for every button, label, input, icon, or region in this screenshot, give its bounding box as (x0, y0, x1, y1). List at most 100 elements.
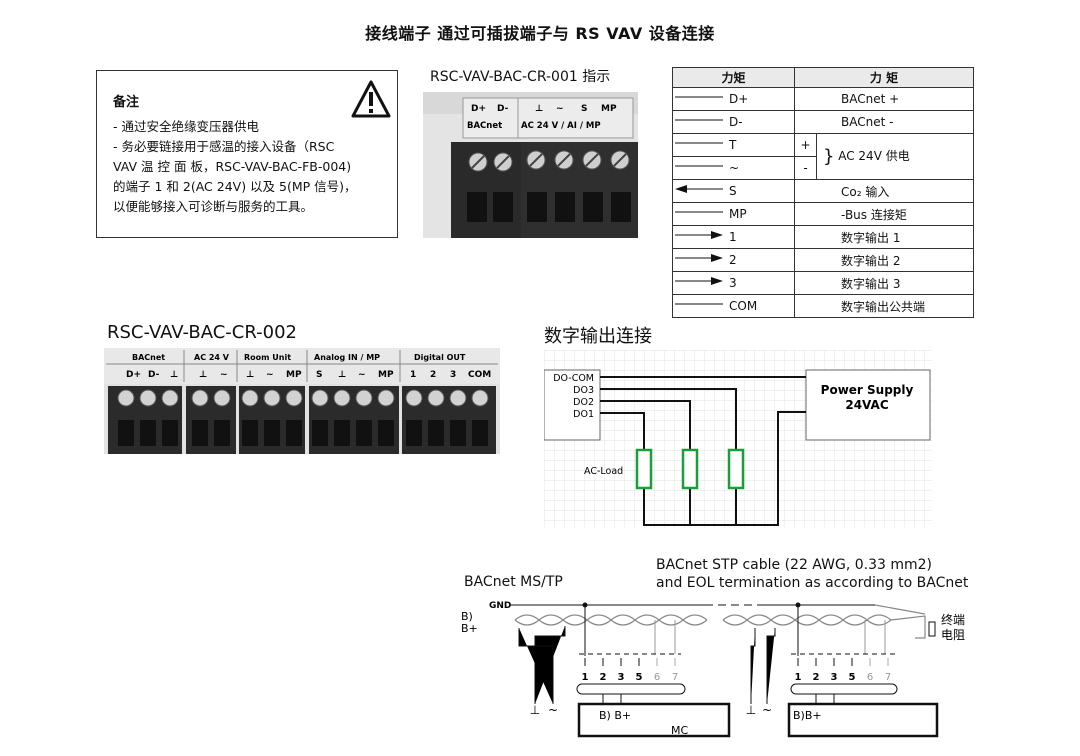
line-icon (675, 303, 723, 305)
term-cell: MP (723, 202, 796, 226)
cr002-term: ~ (358, 370, 366, 380)
desc-cell: 数字输出 3 (794, 271, 974, 295)
term-cell: 2 (723, 248, 796, 272)
terminal-number: 7 (672, 672, 678, 683)
cable-note-line: and EOL termination as according to BACn… (656, 575, 969, 591)
note-line: 以便能够接入可诊断与服务的工具。 (113, 199, 314, 214)
line-icon (675, 96, 723, 98)
power-supply-box (805, 369, 931, 441)
note-line: 的端子 1 和 2(AC 24V) 以及 5(MP 信号)， (113, 179, 357, 194)
table-row: COM 数字输出公共端 (672, 294, 974, 318)
terminal-number: 6 (654, 672, 660, 683)
cr002-group-name: AC 24 V (194, 353, 230, 362)
load-resistor (727, 448, 745, 490)
cr001-top-label: ⊥ (535, 104, 543, 114)
do-label: DO3 (573, 385, 594, 396)
tilde-symbol: ~ (762, 703, 772, 717)
cr002-label: RSC-VAV-BAC-CR-002 (107, 322, 297, 343)
note-line: - 通过安全绝缘变压器供电 (113, 119, 259, 134)
bacnet-wiring-diagram: GND B) B+ 终端 电阻 (461, 601, 965, 738)
term-cell: D+ (723, 87, 796, 111)
terminal-number: 3 (831, 672, 838, 683)
terminal-number: 6 (867, 672, 873, 683)
terminal-number: 1 (795, 672, 802, 683)
desc-cell: BACnet + (794, 87, 974, 111)
table-row: T + } AC 24V 供电 (672, 133, 975, 180)
table-row: MP -Bus 连接矩 (672, 202, 974, 226)
table-row: D+ BACnet + (672, 87, 974, 111)
cr002-group-name: Analog IN / MP (314, 353, 380, 362)
line-icon (675, 119, 723, 121)
cr002-term: ⊥ (170, 370, 178, 380)
table-header: 力矩 (671, 67, 796, 88)
arrow-out-icon (675, 277, 723, 285)
desc-cell: Co₂ 输入 (794, 179, 974, 203)
cr002-term: MP (378, 370, 394, 380)
bacnet-mstp-label: BACnet MS/TP (464, 574, 563, 590)
note-heading: 备注 (113, 95, 140, 110)
note-line: VAV 温 控 面 板，RSC-VAV-BAC-FB-004) (113, 159, 352, 174)
note-lines: - 通过安全绝缘变压器供电 - 务必要链接用于感温的接入设备（RSC VAV 温… (113, 117, 385, 217)
desc-cell: 数字输出公共端 (794, 294, 974, 318)
cr002-term: ~ (266, 370, 274, 380)
desc-cell: 数字输出 1 (794, 225, 974, 249)
controller-box (787, 702, 939, 738)
ground-symbol: ⊥ (530, 703, 540, 717)
table-row: D- BACnet - (672, 110, 974, 134)
cr002-term: 2 (430, 370, 436, 380)
power-supply-voltage: 24VAC (845, 398, 888, 412)
table-row: ~ - (672, 156, 974, 180)
terminal-number: 3 (618, 672, 625, 683)
note-line: - 务必要链接用于感温的接入设备（RSC (113, 139, 335, 154)
sign-cell: - (794, 156, 817, 180)
cable-note: BACnet STP cable (22 AWG, 0.33 mm2) and … (656, 556, 968, 592)
b-minus-label: B) (461, 610, 473, 623)
cr001-top-label: MP (601, 104, 617, 114)
desc-cell: BACnet - (794, 110, 974, 134)
do-label: DO1 (573, 409, 594, 420)
load-resistor (635, 448, 653, 490)
cr002-term: D+ (126, 370, 141, 380)
term-resistor-label: 终端 (941, 612, 965, 627)
tilde-symbol: ~ (548, 703, 558, 717)
table-row: 1 数字输出 1 (672, 225, 974, 249)
cr002-term: 3 (450, 370, 456, 380)
terminal-number: 5 (849, 672, 856, 683)
desc-cell: 数字输出 2 (794, 248, 974, 272)
ac-load-label: AC-Load (584, 466, 623, 477)
table-row: 3 数字输出 3 (672, 271, 974, 295)
term-cell: 3 (723, 271, 796, 295)
note-box: 备注 - 通过安全绝缘变压器供电 - 务必要链接用于感温的接入设备（RSC VA… (96, 70, 398, 238)
ground-symbol: ⊥ (746, 703, 756, 717)
cr002-group-name: Room Unit (244, 353, 291, 362)
cr002-term: ⊥ (199, 370, 207, 380)
term-cell: 1 (723, 225, 796, 249)
cr002-term: ⊥ (338, 370, 346, 380)
controller-box-text: B)B+ (793, 709, 822, 722)
gnd-label: GND (489, 601, 511, 611)
cr002-term: S (316, 370, 322, 380)
cr002-term: D- (148, 370, 160, 380)
cr001-group-label: AC 24 V / AI / MP (521, 121, 601, 131)
term-cell: T (723, 133, 796, 157)
terminal-number: 1 (582, 672, 589, 683)
cr001-top-label: D+ (471, 104, 486, 114)
table-row: 2 数字输出 2 (672, 248, 974, 272)
term-cell: D- (723, 110, 796, 134)
cr001-group-label: BACnet (467, 121, 502, 131)
terminal-number: 2 (600, 672, 607, 683)
cable-note-line: BACnet STP cable (22 AWG, 0.33 mm2) (656, 557, 932, 573)
arrow-in-icon (675, 185, 723, 193)
controller-box (577, 702, 731, 738)
terminal-number: 7 (885, 672, 891, 683)
do-label: DO2 (573, 397, 594, 408)
term-cell: ~ (723, 156, 796, 180)
cr001-top-label: ~ (556, 104, 564, 114)
do-diagram: Power Supply 24VAC DO-COM DO3 DO2 DO1 AC… (544, 350, 932, 528)
term-cell: S (723, 179, 796, 203)
cr001-label: RSC-VAV-BAC-CR-001 指示 (430, 69, 611, 85)
page-title: 接线端子 通过可插拔端子与 RS VAV 设备连接 (365, 24, 715, 43)
line-icon (675, 165, 723, 167)
power-supply-label: Power Supply (821, 383, 914, 397)
controller-box-text: B) B+ (599, 709, 631, 722)
